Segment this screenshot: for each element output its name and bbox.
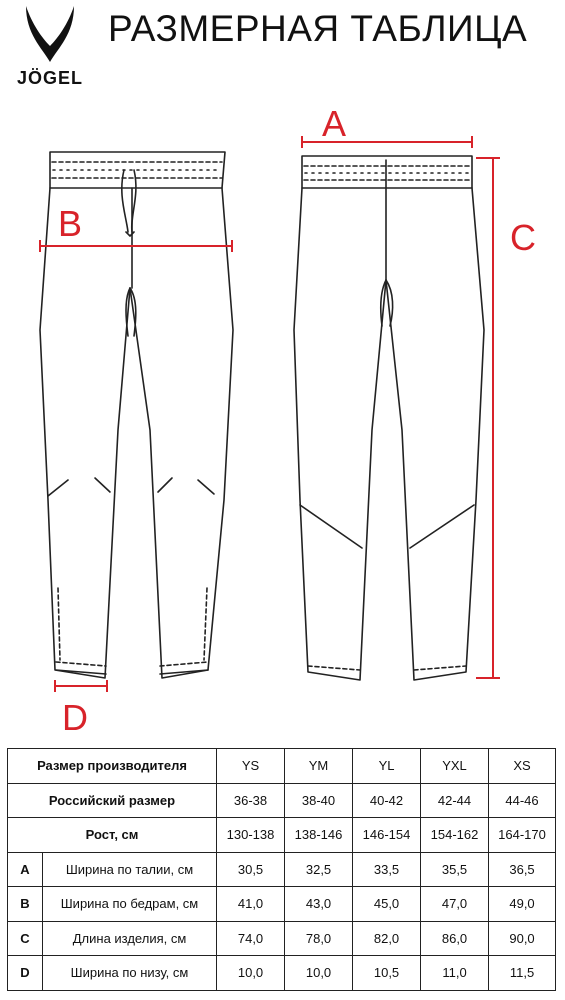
dimension-d-line bbox=[54, 680, 108, 692]
row-label: Российский размер bbox=[6, 782, 218, 818]
table-row-measure-c: C Длина изделия, см 74,0 78,0 82,0 86,0 … bbox=[7, 920, 557, 956]
table-cell: XS bbox=[488, 748, 557, 784]
table-cell: 90,0 bbox=[488, 920, 557, 956]
row-label: Ширина по низу, см bbox=[41, 955, 218, 991]
table-cell: 44-46 bbox=[488, 782, 557, 818]
table-row-measure-b: B Ширина по бедрам, см 41,0 43,0 45,0 47… bbox=[7, 886, 557, 922]
row-letter: A bbox=[7, 851, 43, 887]
brand-emblem-icon bbox=[26, 6, 74, 62]
table-cell: 45,0 bbox=[352, 886, 422, 922]
size-table: Размер производителя YS YM YL YXL XS Рос… bbox=[6, 748, 557, 991]
dimension-a-line bbox=[301, 136, 473, 148]
table-cell: 10,0 bbox=[216, 955, 286, 991]
dimension-b-line bbox=[39, 240, 233, 252]
row-label: Рост, см bbox=[6, 817, 218, 853]
table-cell: 154-162 bbox=[420, 817, 490, 853]
table-cell: 35,5 bbox=[420, 851, 490, 887]
dimension-a-label: A bbox=[322, 103, 346, 144]
table-cell: 40-42 bbox=[352, 782, 422, 818]
pants-front-view bbox=[39, 151, 234, 679]
table-cell: 32,5 bbox=[284, 851, 354, 887]
pants-size-diagram: A B C D bbox=[39, 103, 536, 738]
row-letter: D bbox=[7, 955, 43, 991]
table-cell: 82,0 bbox=[352, 920, 422, 956]
table-cell: 47,0 bbox=[420, 886, 490, 922]
table-cell: 38-40 bbox=[284, 782, 354, 818]
header: JÖGEL РАЗМЕРНАЯ ТАБЛИЦА bbox=[0, 0, 565, 95]
table-cell: YXL bbox=[420, 748, 490, 784]
table-row-russian-size: Российский размер 36-38 38-40 40-42 42-4… bbox=[6, 782, 557, 818]
row-label: Ширина по талии, см bbox=[41, 851, 218, 887]
table-cell: 49,0 bbox=[488, 886, 557, 922]
table-cell: 146-154 bbox=[352, 817, 422, 853]
page-title: РАЗМЕРНАЯ ТАБЛИЦА bbox=[108, 8, 528, 49]
table-cell: 36-38 bbox=[216, 782, 286, 818]
table-cell: 78,0 bbox=[284, 920, 354, 956]
table-cell: 10,5 bbox=[352, 955, 422, 991]
table-cell: 164-170 bbox=[488, 817, 557, 853]
dimension-c-label: C bbox=[510, 217, 536, 258]
table-cell: 10,0 bbox=[284, 955, 354, 991]
table-cell: YS bbox=[216, 748, 286, 784]
row-label: Размер производителя bbox=[6, 748, 218, 784]
table-row-measure-d: D Ширина по низу, см 10,0 10,0 10,5 11,0… bbox=[7, 955, 557, 991]
table-cell: YL bbox=[352, 748, 422, 784]
row-label: Ширина по бедрам, см bbox=[41, 886, 218, 922]
row-label: Длина изделия, см bbox=[41, 920, 218, 956]
dimension-b-label: B bbox=[58, 203, 82, 244]
table-cell: 86,0 bbox=[420, 920, 490, 956]
table-cell: 41,0 bbox=[216, 886, 286, 922]
table-cell: YM bbox=[284, 748, 354, 784]
table-row-manufacturer-size: Размер производителя YS YM YL YXL XS bbox=[6, 748, 557, 784]
brand-name: JÖGEL bbox=[16, 68, 83, 88]
table-cell: 11,5 bbox=[488, 955, 557, 991]
table-cell: 130-138 bbox=[216, 817, 286, 853]
table-row-height: Рост, см 130-138 138-146 146-154 154-162… bbox=[6, 817, 557, 853]
table-cell: 30,5 bbox=[216, 851, 286, 887]
table-row-measure-a: A Ширина по талии, см 30,5 32,5 33,5 35,… bbox=[7, 851, 557, 887]
table-cell: 42-44 bbox=[420, 782, 490, 818]
row-letter: B bbox=[7, 886, 43, 922]
dimension-c-line bbox=[476, 157, 500, 679]
row-letter: C bbox=[7, 920, 43, 956]
table-cell: 36,5 bbox=[488, 851, 557, 887]
table-cell: 74,0 bbox=[216, 920, 286, 956]
brand-logo: JÖGEL bbox=[8, 4, 92, 92]
dimension-d-label: D bbox=[62, 697, 88, 738]
table-cell: 138-146 bbox=[284, 817, 354, 853]
pants-back-view bbox=[293, 155, 485, 681]
table-cell: 11,0 bbox=[420, 955, 490, 991]
table-cell: 43,0 bbox=[284, 886, 354, 922]
table-cell: 33,5 bbox=[352, 851, 422, 887]
